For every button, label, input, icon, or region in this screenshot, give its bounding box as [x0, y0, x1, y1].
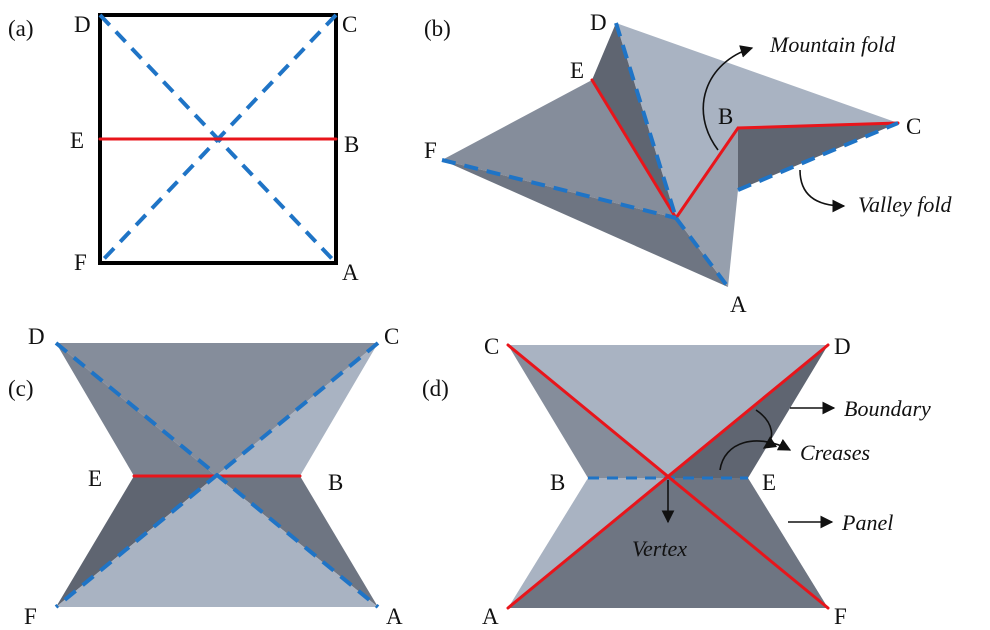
face-bottom: [508, 478, 828, 608]
vertex-label-d: D: [28, 324, 45, 349]
vertex-label-c: C: [384, 324, 399, 349]
vertex-label-b: B: [344, 132, 359, 157]
face-f-o-a: [442, 160, 728, 287]
valley-fold-arrow: [799, 169, 846, 213]
creases-arrow-upper: [755, 409, 778, 449]
panel-c: (c) D C E B F A: [8, 324, 403, 629]
vertex-label-b: B: [718, 104, 733, 129]
panel-b-tag: (b): [424, 16, 451, 41]
crease-d-o-valley: [614, 22, 678, 219]
panel-b: (b) D E B C F A Mountain fold Valley fol…: [424, 10, 952, 317]
crease-d-a-mountain: [506, 343, 830, 610]
vertex-label-e: E: [70, 128, 84, 153]
valley-fold-label: Valley fold: [858, 192, 952, 217]
panel-a-tag: (a): [8, 16, 34, 41]
face-bottom: [56, 476, 378, 607]
vertex-label-a: A: [730, 292, 747, 317]
vertex-label-f: F: [424, 138, 437, 163]
face-b-c-valley: [738, 123, 898, 190]
vertex-label-c: C: [342, 12, 357, 37]
face-top: [508, 345, 828, 478]
vertex-label-d: D: [834, 334, 851, 359]
vertex-label-d: D: [590, 10, 607, 35]
panel-d-tag: (d): [422, 376, 449, 401]
face-e-d-o: [592, 23, 676, 218]
vertex-label-f: F: [834, 604, 847, 629]
vertex-label-c: C: [484, 334, 499, 359]
panel-c-tag: (c): [8, 376, 34, 401]
mountain-fold-label: Mountain fold: [769, 32, 896, 57]
vertex-label-e: E: [762, 470, 776, 495]
boundary-label: Boundary: [844, 396, 931, 421]
vertex-label-b: B: [550, 470, 565, 495]
crease-c-f-valley: [54, 341, 380, 609]
vertex-label-b: B: [328, 470, 343, 495]
vertex-label: Vertex: [632, 536, 687, 561]
panel-a: (a) D C E B F A: [8, 12, 359, 285]
crease-o-b-c-mountain: [674, 121, 900, 220]
vertex-label-a: A: [482, 604, 499, 629]
panel-d: (d) C D B E A F Boundary Creases Panel V…: [422, 334, 931, 629]
panel-label: Panel: [841, 510, 893, 535]
vertex-label-a: A: [386, 604, 403, 629]
vertex-label-a: A: [342, 260, 359, 285]
vertex-label-e: E: [88, 466, 102, 491]
vertex-label-c: C: [906, 114, 921, 139]
vertex-label-f: F: [24, 604, 37, 629]
vertex-label-f: F: [74, 250, 87, 275]
crease-o-a-valley: [674, 216, 730, 289]
vertex-label-e: E: [570, 58, 584, 83]
crease-b-c-valley: [737, 121, 899, 192]
crease-e-o-mountain: [590, 78, 678, 220]
face-d-c-b: [616, 23, 898, 218]
vertex-label-d: D: [74, 12, 91, 37]
face-o-b-a: [676, 128, 738, 287]
crease-f-o-valley: [441, 158, 677, 220]
face-e-f-o: [442, 80, 676, 218]
creases-label: Creases: [800, 440, 870, 465]
mountain-fold-arrow: [702, 45, 754, 151]
creases-arrow-lower: [719, 438, 792, 471]
face-top: [56, 343, 378, 476]
